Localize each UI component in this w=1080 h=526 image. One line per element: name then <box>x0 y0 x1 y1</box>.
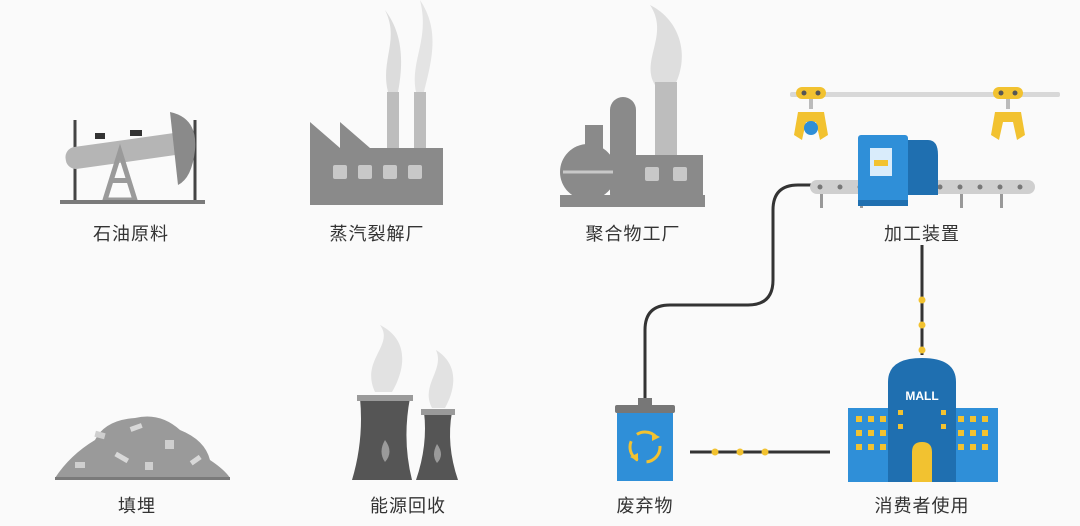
smoke-icon <box>650 5 682 85</box>
label-consumer: 消费者使用 <box>874 496 970 517</box>
overhead-rail-icon <box>790 87 1060 99</box>
label-energy-recovery: 能源回收 <box>370 496 446 517</box>
landfill-icon <box>55 416 230 480</box>
smoke-icon <box>371 325 454 408</box>
recycle-bin-icon <box>615 398 675 481</box>
label-polymer-plant: 聚合物工厂 <box>585 224 681 245</box>
robot-gripper-icon <box>794 99 1025 140</box>
processing-machine-icon <box>858 135 938 206</box>
connector-consumer-to-waste <box>690 448 830 456</box>
connector-waste-to-processing <box>643 183 815 400</box>
mall-building-icon: MALL <box>848 358 998 482</box>
label-landfill: 填埋 <box>118 496 156 517</box>
smoke-icon <box>385 0 433 92</box>
mall-sign: MALL <box>905 389 938 403</box>
connector-processing-to-consumer <box>918 245 926 355</box>
cooling-tower-icon <box>352 395 458 480</box>
label-crude-oil: 石油原料 <box>93 224 169 245</box>
label-waste: 废弃物 <box>616 496 674 517</box>
label-steam-cracker: 蒸汽裂解厂 <box>329 224 425 245</box>
pump-jack-icon <box>60 112 205 204</box>
factory-icon <box>310 92 443 205</box>
chemical-plant-icon <box>560 82 705 207</box>
label-processing: 加工装置 <box>884 224 960 245</box>
